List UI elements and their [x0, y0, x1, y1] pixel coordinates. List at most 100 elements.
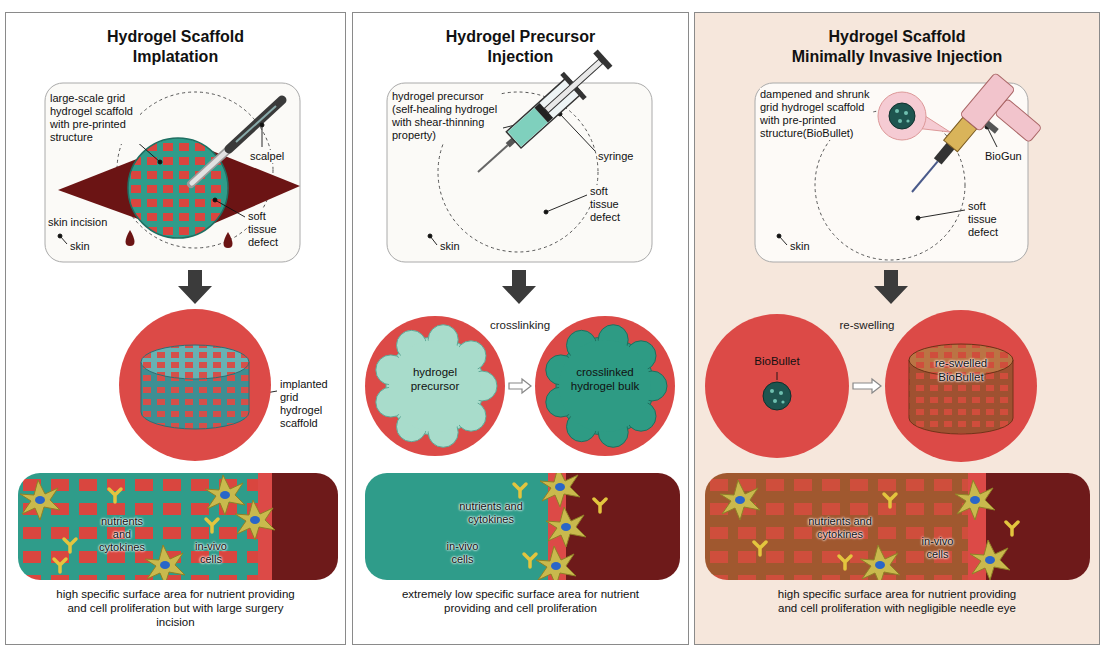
grid-scaffold — [128, 138, 228, 238]
callout-label: dampened and shrunk grid hydrogel scaffo… — [760, 88, 872, 140]
callout-label: nutrients and cytokines — [455, 500, 527, 526]
down-arrow — [874, 270, 908, 304]
leader-lines — [544, 210, 548, 214]
tissue-interface — [235, 500, 275, 540]
tissue-interface — [860, 545, 900, 580]
hydrogel-blob — [546, 325, 667, 448]
scalpel — [191, 150, 228, 184]
tissue-interface — [955, 480, 995, 520]
down-arrow — [178, 270, 908, 304]
hydrogel-blob — [376, 325, 497, 448]
edge-label: crosslinking — [490, 318, 550, 332]
tissue-circle — [535, 316, 675, 456]
leader-lines — [777, 234, 781, 238]
scalpel — [192, 151, 227, 183]
tissue-circle — [885, 310, 1037, 462]
syringe — [593, 49, 612, 69]
callout-label: nutrients and cytokines — [92, 515, 152, 554]
syringe — [478, 145, 508, 172]
leader-lines — [58, 234, 62, 238]
callout-label: in-vivo cells — [915, 535, 960, 561]
node-label: re-swelled BioBullet — [913, 356, 1009, 384]
leader-lines — [916, 216, 920, 220]
circle-shape — [705, 314, 849, 458]
biobullet — [773, 399, 777, 403]
magnified-biobullet — [895, 109, 899, 113]
panel-title: Hydrogel Precursor Injection — [415, 27, 627, 67]
implanted-scaffold — [119, 309, 271, 461]
tissue-circle-node: crosslinked hydrogel bulk — [535, 316, 675, 456]
leader-line — [777, 372, 778, 380]
tissue-interface — [839, 556, 851, 569]
callout-label: skin — [70, 240, 90, 253]
leader-lines — [262, 125, 263, 147]
leader-lines — [58, 112, 997, 400]
circle-shape — [885, 310, 1037, 462]
callout-label: syringe — [598, 150, 633, 163]
scalpel — [229, 100, 282, 149]
tissue-circle-node: hydrogel precursor — [365, 316, 505, 456]
tissue-interface — [566, 473, 680, 580]
biogun — [985, 121, 999, 134]
callout-label: soft tissue defect — [968, 200, 1016, 239]
tissue-interface — [705, 473, 968, 580]
callout-label: skin — [790, 240, 810, 253]
edge-label: re-swelling — [840, 318, 895, 332]
leader-lines — [215, 200, 245, 217]
tissue-interface — [1006, 522, 1018, 535]
blood-drop — [224, 232, 233, 248]
tissue-interface — [536, 546, 576, 580]
tissue-interface — [705, 473, 1090, 580]
scalpel — [191, 100, 282, 184]
callout-label: implanted grid hydrogel scaffold — [280, 378, 340, 430]
scalpel — [236, 106, 276, 142]
implanted-scaffold — [141, 345, 249, 379]
implanted-scaffold — [119, 309, 271, 461]
node-label: crosslinked hydrogel bulk — [557, 365, 653, 393]
blood-drop — [126, 230, 135, 246]
leader-lines — [136, 141, 160, 162]
callout-label: nutrients and cytokines — [805, 515, 875, 541]
callout-label: in-vivo cells — [190, 540, 232, 566]
leader-lines — [213, 198, 217, 202]
tissue-interface — [109, 489, 121, 502]
panel-background — [694, 12, 1100, 645]
callout-label: in-vivo cells — [440, 540, 485, 566]
reswelled-scaffold — [909, 344, 1013, 434]
down-arrow — [178, 270, 212, 304]
tissue-interface — [970, 540, 1010, 580]
hydrogel-blob — [389, 340, 481, 432]
tissue-interface — [272, 473, 338, 580]
biobullet — [763, 382, 791, 410]
tissue-interface — [514, 484, 526, 497]
callout-label: BioGun — [985, 150, 1022, 163]
tissue-interface — [365, 473, 548, 580]
tissue-interface — [145, 545, 185, 580]
biobullet — [763, 382, 791, 410]
skin-box — [387, 83, 652, 262]
tissue-circle-node: BioBullet — [705, 314, 849, 458]
panel-title: Hydrogel Scaffold Implatation — [70, 27, 282, 67]
tissue-circle — [705, 314, 849, 458]
tissue-interface — [206, 519, 218, 532]
biogun — [912, 161, 938, 192]
panel-caption: extremely low specific surface area for … — [401, 587, 641, 615]
panel-title: Hydrogel Scaffold Minimally Invasive Inj… — [791, 27, 1003, 67]
callout-label: hydrogel precursor (self-healing hydroge… — [392, 90, 500, 142]
tissue-interface — [64, 539, 76, 552]
tissue-interface — [540, 473, 580, 507]
tissue-circle-node: re-swelled BioBullet — [885, 310, 1037, 462]
biobullet — [779, 391, 783, 395]
tissue-interface — [18, 473, 258, 580]
callout-label: large-scale grid hydrogel scaffold with … — [50, 92, 140, 144]
hollow-arrow — [853, 379, 881, 393]
magnified-biobullet — [898, 119, 902, 123]
down-arrow — [502, 270, 536, 304]
hollow-arrow — [509, 379, 531, 393]
magnified-biobullet — [904, 111, 908, 115]
node-label: hydrogel precursor — [390, 365, 480, 393]
tissue-interface — [365, 473, 680, 580]
tissue-circle — [365, 316, 505, 456]
tissue-interface — [720, 480, 760, 520]
